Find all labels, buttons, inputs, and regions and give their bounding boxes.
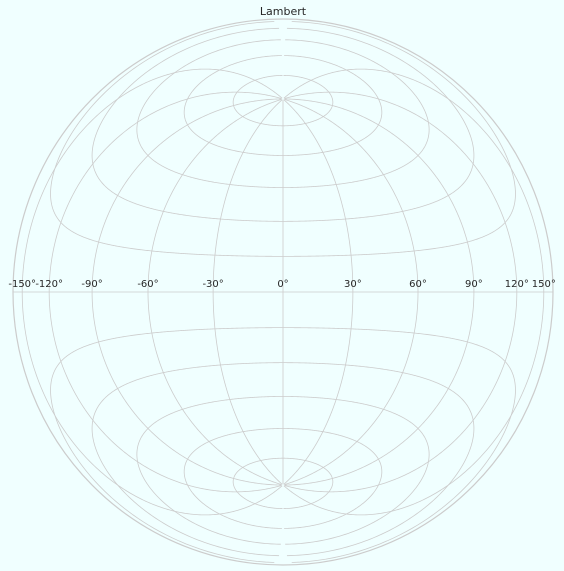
lon-tick-label: -150° [8, 279, 36, 290]
parallel--15 [50, 327, 516, 563]
parallel-30 [91, 27, 475, 222]
lon-tick-label: -120° [35, 279, 63, 290]
lon-tick-label: 0° [277, 279, 288, 290]
parallel--60 [183, 428, 383, 529]
map-boundary [12, 18, 554, 566]
parallel--45 [136, 396, 430, 545]
chart-title: Lambert [260, 5, 307, 18]
lon-tick-label: 60° [409, 279, 427, 290]
parallel--75 [232, 457, 334, 509]
lon-tick-label: 30° [344, 279, 362, 290]
lon-tick-label: 90° [465, 279, 483, 290]
parallel-75 [232, 75, 334, 127]
lon-tick-label: 120° [505, 279, 529, 290]
lon-tick-label: -30° [202, 279, 223, 290]
lon-tick-label: 150° [532, 279, 556, 290]
longitude-tick-labels: -150°-120° -90° -60° -30° 0° 30° 60° 90° 120°150… [8, 279, 555, 290]
graticule [13, 21, 553, 563]
lon-tick-label: -90° [81, 279, 102, 290]
parallel--30 [91, 362, 475, 557]
parallel-15 [50, 21, 516, 257]
lon-tick-label: -60° [137, 279, 158, 290]
parallel-45 [136, 39, 430, 188]
parallel-60 [183, 55, 383, 156]
